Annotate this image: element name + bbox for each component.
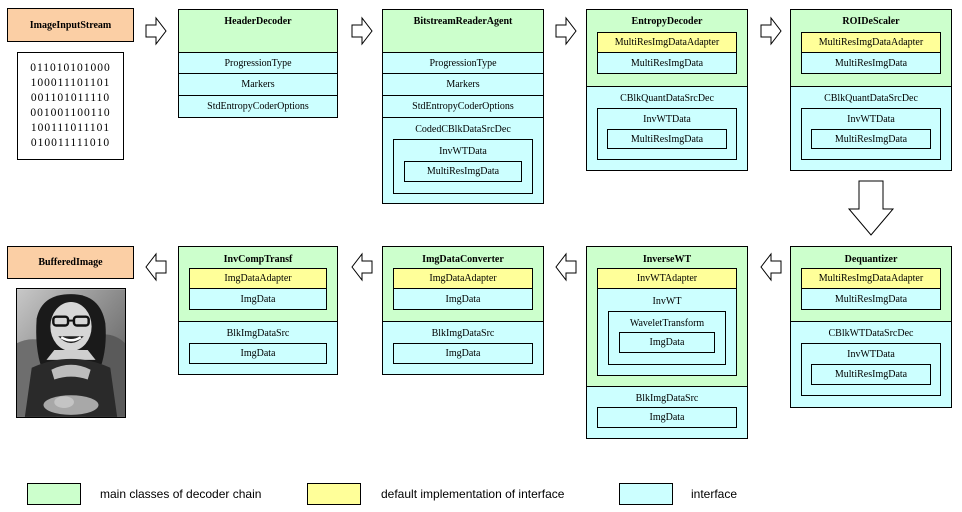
inverse-wt-title: InverseWT: [642, 253, 692, 265]
img-data-converter-adapter: ImgDataAdapter: [393, 268, 533, 289]
inv-comp-transf-title: InvCompTransf: [223, 253, 293, 265]
inv-comp-transf-img-data: ImgData: [189, 288, 327, 310]
inverse-wt-adapter: InvWTAdapter: [597, 268, 737, 289]
legend-swatch-main-classes: [27, 483, 81, 505]
bit-row: 010011111010: [30, 137, 111, 149]
roi-descaler-invwt-label: InvWTData: [847, 114, 895, 125]
bitstream-reader-agent-item: Markers: [382, 73, 544, 96]
bit-row: 001101011110: [30, 92, 111, 104]
header-decoder-item: StdEntropyCoderOptions: [178, 95, 338, 118]
legend-label-default-impl: default implementation of interface: [381, 487, 565, 501]
bit-row: 100111011101: [30, 122, 111, 134]
arrow-right-icon: [555, 16, 577, 46]
coded-cblk-data-src-dec-label: CodedCBlkDataSrcDec: [415, 123, 511, 135]
bit-row: 100011101101: [30, 77, 111, 89]
entropy-decoder-adapter: MultiResImgDataAdapter: [597, 32, 737, 53]
invwt-data-label: InvWTData: [439, 145, 487, 157]
roi-descaler-inner-multires: MultiResImgData: [811, 129, 931, 149]
legend-swatch-default-impl: [307, 483, 361, 505]
wavelet-transform-label: WaveletTransform: [629, 317, 705, 329]
multires-img-data-box: MultiResImgData: [404, 161, 522, 182]
entropy-decoder-invwt-label: InvWTData: [643, 114, 691, 125]
img-data-converter-img-data: ImgData: [393, 288, 533, 310]
bitstream-reader-agent-item: ProgressionType: [382, 52, 544, 74]
arrow-down-icon: [847, 180, 895, 236]
legend-swatch-interface: [619, 483, 673, 505]
arrow-left-icon: [145, 252, 167, 282]
entropy-decoder-multires: MultiResImgData: [597, 52, 737, 74]
legend-label-main-classes: main classes of decoder chain: [100, 487, 262, 501]
img-data-converter-src-label: BlkImgDataSrc: [431, 327, 495, 339]
entropy-decoder-inner-multires: MultiResImgData: [607, 129, 727, 149]
roi-descaler-multires: MultiResImgData: [801, 52, 941, 74]
buffered-image-title: BufferedImage: [7, 246, 134, 279]
arrow-right-icon: [351, 16, 373, 46]
inverse-wt-img-data: ImgData: [619, 332, 715, 353]
roi-descaler-adapter: MultiResImgDataAdapter: [801, 32, 941, 53]
bitstream-reader-agent-item: StdEntropyCoderOptions: [382, 95, 544, 118]
dequantizer-multires: MultiResImgData: [801, 288, 941, 310]
dequantizer-title: Dequantizer: [844, 253, 898, 265]
entropy-decoder-title: EntropyDecoder: [631, 15, 703, 27]
inverse-wt-src-label: BlkImgDataSrc: [635, 392, 699, 404]
mona-lisa-image: [16, 288, 126, 418]
inv-comp-transf-adapter: ImgDataAdapter: [189, 268, 327, 289]
arrow-left-icon: [351, 252, 373, 282]
arrow-right-icon: [760, 16, 782, 46]
header-decoder-item: ProgressionType: [178, 52, 338, 74]
arrow-left-icon: [760, 252, 782, 282]
bitstream-reader-agent-title: BitstreamReaderAgent: [413, 15, 513, 27]
roi-descaler-title: ROIDeScaler: [842, 15, 900, 27]
dequantizer-invwt-label: InvWTData: [847, 349, 895, 360]
dequantizer-src-label: CBlkWTDataSrcDec: [828, 327, 914, 339]
legend-label-interface: interface: [691, 487, 738, 501]
dequantizer-inner-multires: MultiResImgData: [811, 364, 931, 385]
dequantizer-adapter: MultiResImgDataAdapter: [801, 268, 941, 289]
img-data-converter-title: ImgDataConverter: [422, 253, 504, 265]
inv-comp-transf-src-img-data: ImgData: [189, 343, 327, 364]
image-input-stream-title: ImageInputStream: [7, 8, 134, 42]
entropy-decoder-src-label: CBlkQuantDataSrcDec: [620, 92, 714, 104]
bit-row: 001001100110: [30, 107, 111, 119]
bitstream-sample: 011010101000 100011101101 001101011110 0…: [17, 52, 124, 160]
header-decoder-title: HeaderDecoder: [224, 15, 292, 27]
bit-row: 011010101000: [30, 62, 111, 74]
header-decoder-item: Markers: [178, 73, 338, 96]
inverse-wt-src-img-data: ImgData: [597, 407, 737, 428]
arrow-left-icon: [555, 252, 577, 282]
img-data-converter-src-img-data: ImgData: [393, 343, 533, 364]
invwt-interface-label: InvWT: [652, 295, 682, 307]
inv-comp-transf-src-label: BlkImgDataSrc: [226, 327, 290, 339]
arrow-right-icon: [145, 16, 167, 46]
roi-descaler-src-label: CBlkQuantDataSrcDec: [824, 92, 918, 104]
